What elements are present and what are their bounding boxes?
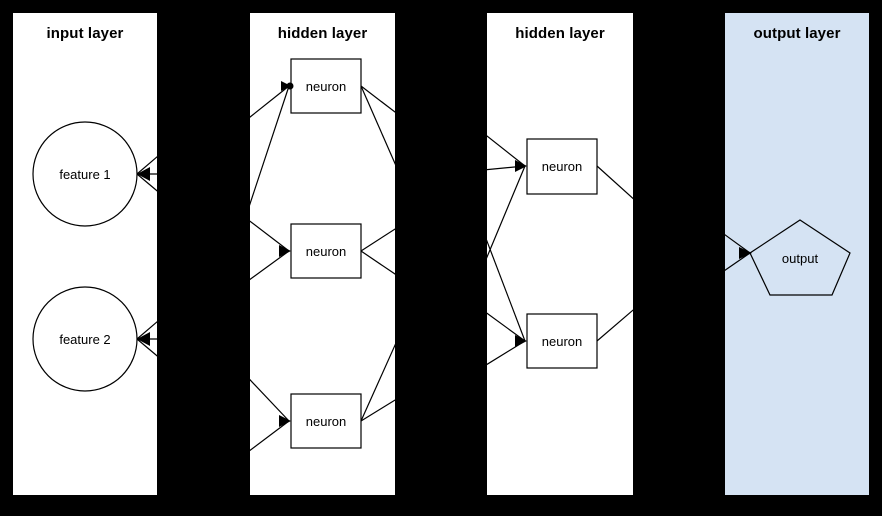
edges-out-of-hidden1-neuron-2	[360, 228, 395, 275]
edges-into-hidden1-neuron-1	[250, 81, 294, 206]
hidden-layer-1-graphics: neuron neuron neuron	[250, 58, 395, 452]
output-node-pentagon[interactable]	[749, 219, 851, 296]
edges-into-hidden1-neuron-2	[250, 220, 291, 281]
input-layer-panel[interactable]: input layer feature 1 feature 2	[13, 13, 157, 495]
hidden-layer-2-graphics: neuron neuron	[487, 135, 633, 369]
hidden1-neuron-1-label: neuron	[306, 79, 346, 94]
hidden2-neuron-1-label: neuron	[542, 159, 582, 174]
edges-out-of-hidden1-neuron-3	[360, 343, 395, 422]
edges-into-hidden2-neuron-1	[487, 135, 527, 259]
input-layer-graphics: feature 1 feature 2	[32, 121, 157, 392]
hidden-layer-2-title: hidden layer	[515, 25, 605, 42]
hidden1-neuron-3-label: neuron	[306, 414, 346, 429]
edges-out-of-hidden2-neuron-2	[596, 309, 633, 342]
output-layer-panel[interactable]: output layer output	[725, 13, 869, 495]
hidden-layer-1-title: hidden layer	[277, 25, 368, 42]
feature-1-label: feature 1	[59, 167, 110, 182]
output-layer-title: output layer	[753, 25, 841, 42]
output-layer-graphics: output	[725, 219, 851, 296]
hidden-layer-1-panel[interactable]: hidden layer neuron	[250, 13, 395, 495]
edges-from-feature-2	[136, 321, 157, 357]
edges-from-feature-1	[136, 156, 157, 192]
edges-into-hidden2-neuron-2	[487, 239, 527, 366]
output-node-label: output	[782, 251, 819, 266]
input-layer-title: input layer	[46, 25, 124, 42]
hidden-layer-2-panel[interactable]: hidden layer neuron neuron	[487, 13, 633, 495]
feature-2-label: feature 2	[59, 332, 110, 347]
edges-out-of-hidden2-neuron-1	[596, 165, 633, 200]
edges-into-hidden1-neuron-3	[250, 378, 291, 452]
edges-into-output-node	[725, 234, 752, 272]
hidden2-neuron-2-label: neuron	[542, 334, 582, 349]
edges-out-of-hidden1-neuron-1	[360, 85, 395, 165]
hidden1-neuron-2-label: neuron	[306, 244, 346, 259]
